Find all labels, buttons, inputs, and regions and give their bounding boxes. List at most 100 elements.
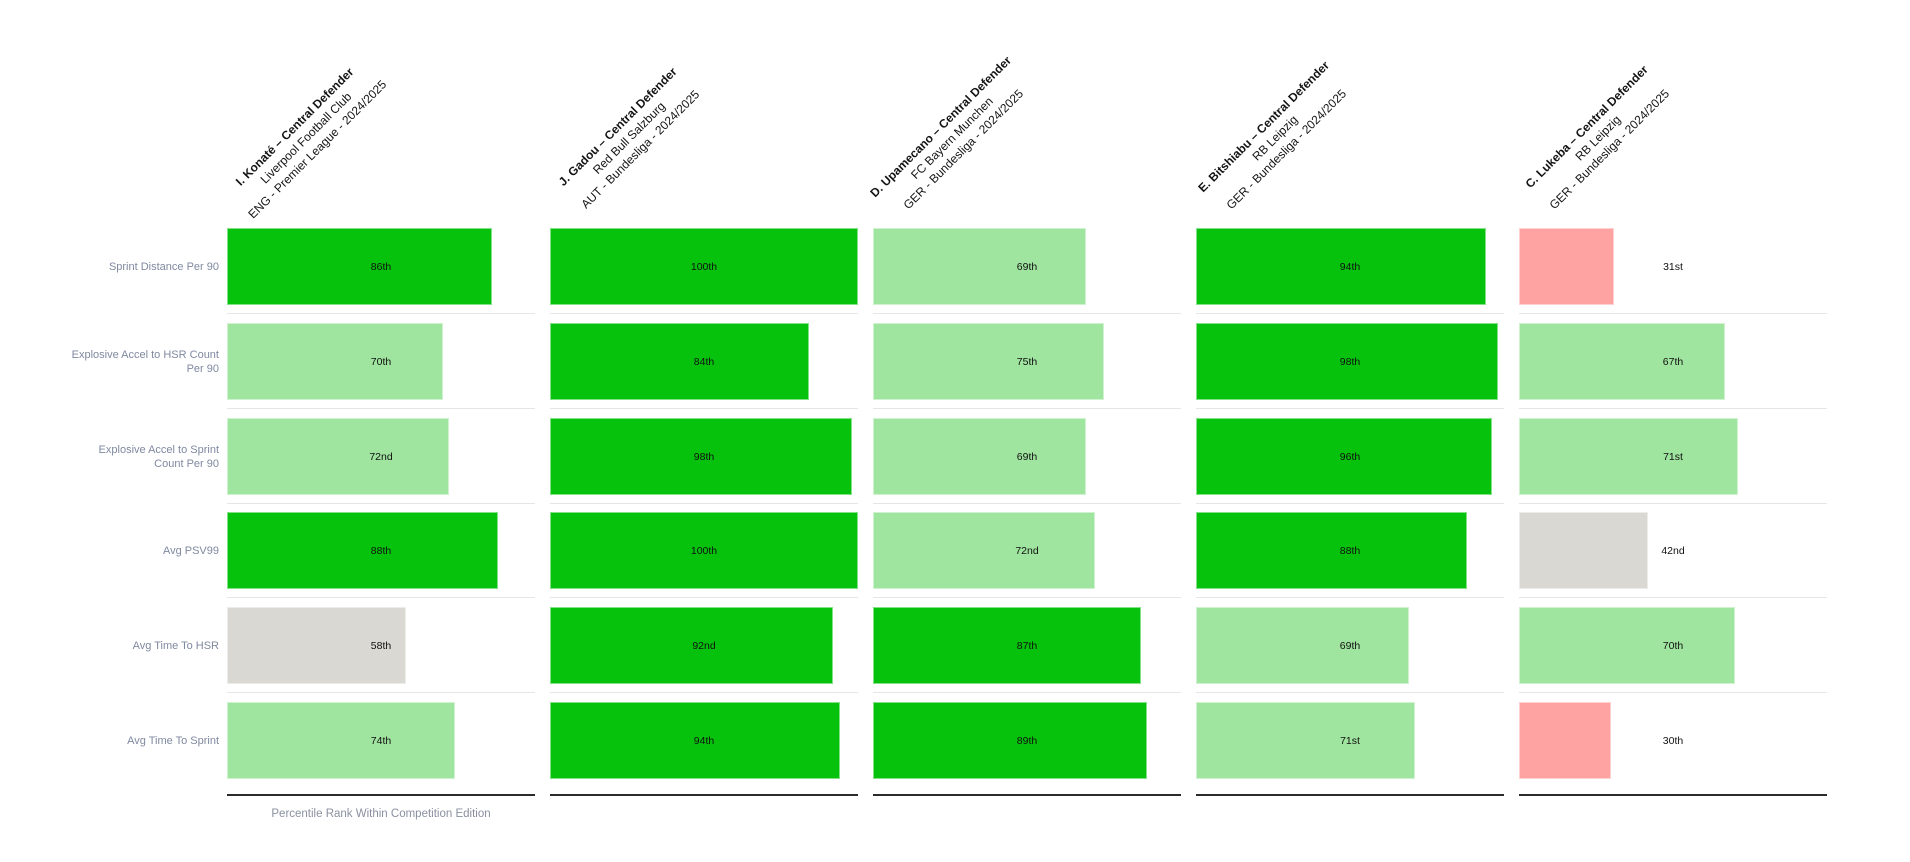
percentile-bar	[873, 702, 1147, 779]
percentile-label: 42nd	[1661, 544, 1685, 557]
row-label: Explosive Accel to HSR Count Per 90	[71, 348, 219, 375]
row-separator	[1519, 408, 1827, 409]
row-separator	[1196, 313, 1504, 314]
percentile-label: 69th	[1016, 450, 1038, 463]
percentile-label: 94th	[1339, 260, 1361, 273]
row-separator	[873, 692, 1181, 693]
row-separator	[1196, 692, 1504, 693]
percentile-label: 100th	[690, 260, 718, 273]
row-label: Explosive Accel to Sprint Count Per 90	[98, 443, 219, 470]
percentile-bar	[1519, 228, 1614, 305]
percentile-label: 74th	[370, 734, 392, 747]
row-separator	[1196, 503, 1504, 504]
percentile-bar	[1196, 418, 1492, 495]
percentile-label: 87th	[1016, 639, 1038, 652]
row-separator	[873, 408, 1181, 409]
row-separator	[227, 503, 535, 504]
percentile-label: 98th	[693, 450, 715, 463]
percentile-bar	[873, 607, 1141, 684]
row-separator	[550, 503, 858, 504]
percentile-label: 69th	[1016, 260, 1038, 273]
row-label: Avg Time To Sprint	[127, 734, 219, 747]
row-label: Avg PSV99	[162, 544, 219, 557]
percentile-label: 31st	[1663, 260, 1683, 273]
percentile-bar	[227, 607, 406, 684]
percentile-label: 96th	[1339, 450, 1361, 463]
row-separator	[550, 313, 858, 314]
row-label: Avg Time To HSR	[132, 639, 219, 652]
percentile-bar	[550, 228, 858, 305]
percentile-label: 89th	[1016, 734, 1038, 747]
percentile-bar	[1519, 418, 1738, 495]
row-separator	[1196, 408, 1504, 409]
percentile-label: 30th	[1662, 734, 1684, 747]
percentile-bar	[1196, 702, 1415, 779]
percentile-bar	[873, 512, 1095, 589]
axis-baseline	[1519, 794, 1827, 796]
row-separator	[227, 692, 535, 693]
percentile-label: 88th	[370, 544, 392, 557]
percentile-bar	[227, 228, 492, 305]
percentile-bar	[1196, 228, 1486, 305]
axis-baseline	[873, 794, 1181, 796]
row-separator	[550, 408, 858, 409]
row-separator	[1519, 692, 1827, 693]
percentile-bar	[1519, 512, 1648, 589]
percentile-bar	[550, 512, 858, 589]
row-separator	[550, 597, 858, 598]
percentile-label: 58th	[370, 639, 392, 652]
percentile-label: 71st	[1663, 450, 1683, 463]
player-club: RB Leipzig	[1249, 112, 1301, 164]
player-club: FC Bayern Munchen	[908, 94, 996, 182]
percentile-bar	[227, 512, 498, 589]
percentile-bar	[227, 702, 455, 779]
percentile-label: 67th	[1662, 355, 1684, 368]
percentile-bar	[873, 228, 1086, 305]
row-separator	[550, 692, 858, 693]
percentile-label: 72nd	[369, 450, 393, 463]
percentile-label: 69th	[1339, 639, 1361, 652]
row-separator	[873, 503, 1181, 504]
row-separator	[873, 597, 1181, 598]
row-separator	[1196, 597, 1504, 598]
player-club: RB Leipzig	[1572, 112, 1624, 164]
percentile-bar	[873, 323, 1104, 400]
percentile-bar	[1519, 702, 1611, 779]
percentile-label: 72nd	[1015, 544, 1039, 557]
percentile-bar	[550, 418, 852, 495]
percentile-bar	[1196, 323, 1498, 400]
row-separator	[1519, 503, 1827, 504]
percentile-bar	[550, 702, 840, 779]
percentile-label: 88th	[1339, 544, 1361, 557]
percentile-label: 98th	[1339, 355, 1361, 368]
row-separator	[1519, 313, 1827, 314]
row-separator	[227, 408, 535, 409]
percentile-label: 100th	[690, 544, 718, 557]
axis-baseline	[1196, 794, 1504, 796]
percentile-label: 94th	[693, 734, 715, 747]
percentile-label: 70th	[1662, 639, 1684, 652]
percentile-bar	[1519, 607, 1735, 684]
percentile-bar	[1196, 512, 1467, 589]
percentile-bar	[873, 418, 1086, 495]
row-separator	[227, 313, 535, 314]
percentile-bar	[227, 323, 443, 400]
axis-caption: Percentile Rank Within Competition Editi…	[271, 808, 491, 820]
player-club: Liverpool Football Club	[257, 89, 355, 187]
row-separator	[1519, 597, 1827, 598]
percentile-bar	[227, 418, 449, 495]
percentile-bar	[1519, 323, 1725, 400]
percentile-label: 84th	[693, 355, 715, 368]
percentile-bar	[1196, 607, 1409, 684]
percentile-label: 71st	[1340, 734, 1360, 747]
percentile-bar	[550, 323, 809, 400]
row-separator	[227, 597, 535, 598]
percentile-label: 75th	[1016, 355, 1038, 368]
percentile-bar	[550, 607, 833, 684]
